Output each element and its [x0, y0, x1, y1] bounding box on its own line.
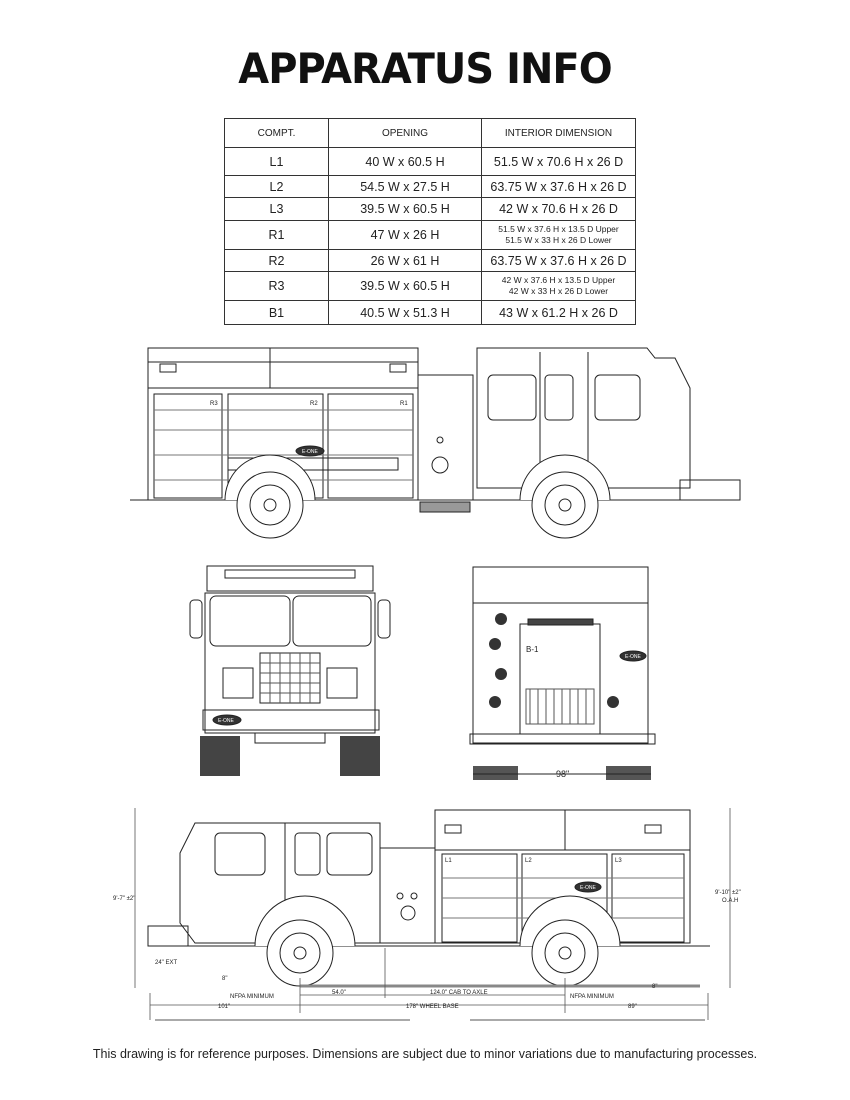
interior-dimension-cell: 63.75 W x 37.6 H x 26 D [481, 175, 636, 198]
compartment-label-l2: L2 [525, 858, 532, 864]
cab-dimension: 54.0" [332, 990, 346, 996]
interior-dimension-cell: 63.75 W x 37.6 H x 26 D [481, 249, 636, 272]
compartment-label-r2: R2 [310, 401, 318, 407]
rear-clearance-dimension: 8" [652, 984, 657, 990]
interior-dimension-line: 42 W x 33 H x 26 D Lower [508, 286, 609, 296]
front-overhang-dimension: 101" [218, 1004, 230, 1010]
bumper-extension-dimension: 24" EXT [155, 960, 177, 966]
compartment-cell: R1 [224, 220, 329, 250]
interior-dimension-line: 43 W x 61.2 H x 26 D [499, 305, 618, 320]
interior-dimension-line: 51.5 W x 33 H x 26 D Lower [505, 235, 612, 245]
interior-dimension-line: 63.75 W x 37.6 H x 26 D [490, 179, 627, 194]
cab-to-axle-dimension: 124.0" CAB TO AXLE [430, 990, 488, 996]
interior-dimension-cell: 42 W x 70.6 H x 26 D [481, 197, 636, 221]
opening-cell: 47 W x 26 H [328, 220, 482, 250]
opening-cell: 26 W x 61 H [328, 249, 482, 272]
compartment-label-r1: R1 [400, 401, 408, 407]
compartment-label-b1: B-1 [526, 645, 539, 654]
compartment-label-l1: L1 [445, 858, 452, 864]
front-view-drawing: E-ONE [189, 565, 391, 776]
compartment-label-r3: R3 [210, 401, 218, 407]
opening-cell: 54.5 W x 27.5 H [328, 175, 482, 198]
interior-dimension-line: 42 W x 37.6 H x 13.5 D Upper [501, 275, 616, 285]
rear-width-dimension: 98" [556, 769, 569, 779]
header-compt: COMPT. [224, 118, 329, 148]
left-side-view-drawing: L1 L2 L3 E-ONE 9'-7" ±2" 9'-10" ±2" O.A.… [113, 808, 741, 1021]
interior-dimension-line: 51.5 W x 37.6 H x 13.5 D Upper [498, 224, 619, 234]
logo-e-one: E-ONE [302, 449, 319, 455]
front-nfpa-label: NFPA MINIMUM [230, 994, 274, 1000]
interior-dimension-cell: 43 W x 61.2 H x 26 D [481, 300, 636, 325]
compartment-cell: L1 [224, 147, 329, 176]
interior-dimension-line: 63.75 W x 37.6 H x 26 D [490, 253, 627, 268]
rear-view-drawing: B-1 E-ONE 98" [469, 566, 656, 780]
overall-height-dimension: 9'-10" ±2" [715, 890, 741, 896]
opening-cell: 40 W x 60.5 H [328, 147, 482, 176]
header-interior: INTERIOR DIMENSION [481, 118, 636, 148]
left-logo-e-one: E-ONE [580, 885, 597, 891]
interior-dimension-line: 51.5 W x 70.6 H x 26 D [493, 154, 624, 169]
wheel-base-dimension: 178" WHEEL BASE [406, 1004, 459, 1010]
compartment-cell: R2 [224, 249, 329, 272]
compartment-cell: B1 [224, 300, 329, 325]
page-title: APPARATUS INFO [238, 44, 612, 93]
rear-logo-e-one: E-ONE [625, 654, 642, 660]
rear-nfpa-label: NFPA MINIMUM [570, 994, 614, 1000]
opening-cell: 39.5 W x 60.5 H [328, 197, 482, 221]
compartment-cell: L2 [224, 175, 329, 198]
cab-height-dimension: 9'-7" ±2" [113, 896, 135, 902]
opening-cell: 39.5 W x 60.5 H [328, 271, 482, 301]
compartment-cell: L3 [224, 197, 329, 221]
table-header-row: COMPT. OPENING INTERIOR DIMENSION [224, 118, 636, 148]
front-clearance-dimension: 8" [222, 976, 227, 982]
right-side-view-drawing: R3 R2 R1 E-ONE [130, 347, 741, 539]
compartment-cell: R3 [224, 271, 329, 301]
header-opening: OPENING [328, 118, 482, 148]
interior-dimension-cell: 51.5 W x 70.6 H x 26 D [481, 147, 636, 176]
rear-overhang-dimension: 89" [628, 1004, 637, 1010]
overall-height-label: O.A.H [722, 898, 738, 904]
interior-dimension-line: 42 W x 70.6 H x 26 D [499, 202, 618, 216]
disclaimer-footer: This drawing is for reference purposes. … [92, 1047, 758, 1061]
compartment-label-l3: L3 [615, 858, 622, 864]
front-logo-e-one: E-ONE [218, 718, 235, 724]
opening-cell: 40.5 W x 51.3 H [328, 300, 482, 325]
